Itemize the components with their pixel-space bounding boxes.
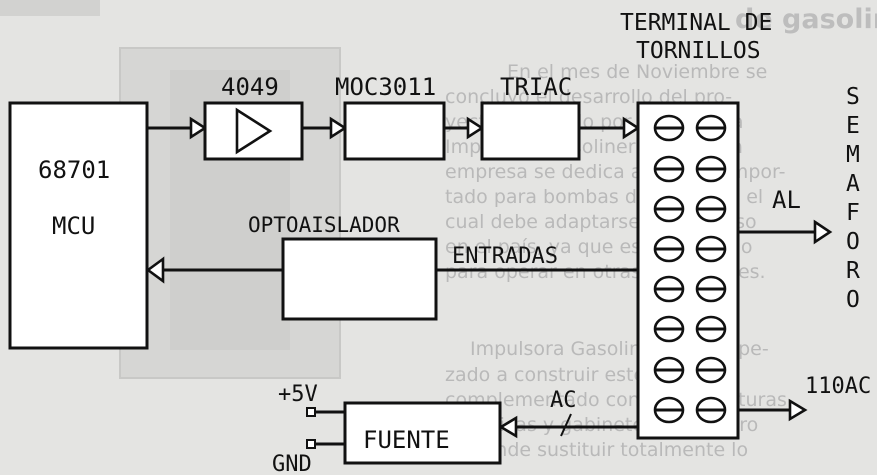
semaforo-letter: M xyxy=(846,142,860,168)
triac-block: TRIAC xyxy=(482,73,579,159)
inputs-label: ENTRADAS xyxy=(452,244,558,269)
terminal-screw-icon xyxy=(655,398,683,422)
mcu-label: MCU xyxy=(52,212,95,240)
terminal-title-line2: TORNILLOS xyxy=(636,38,761,64)
power-supply-block: FUENTE xyxy=(345,403,500,463)
mains-label: 110AC xyxy=(805,374,871,399)
semaforo-letter: R xyxy=(846,258,860,284)
terminal-screw-icon xyxy=(697,157,725,181)
buffer-label: 4049 xyxy=(221,73,279,101)
semaforo-letter: O xyxy=(846,229,860,255)
terminal-screw-icon xyxy=(655,157,683,181)
semaforo-letter: S xyxy=(846,84,860,110)
ac-label: AC xyxy=(550,388,577,413)
mcu-part-label: 68701 xyxy=(38,156,110,184)
connector-terminal-to-semaforo: AL xyxy=(738,186,830,242)
connector-moc3011-to-triac xyxy=(444,119,482,137)
connector-optoisolator-to-mcu xyxy=(148,259,283,281)
semaforo-letter: O xyxy=(846,287,860,313)
mcu-block: 68701 MCU xyxy=(10,103,147,348)
moc3011-block: MOC3011 xyxy=(335,73,444,159)
triac-label: TRIAC xyxy=(500,73,572,101)
gnd-terminal-icon xyxy=(307,440,315,448)
screw-terminal-block: TERMINAL DE TORNILLOS xyxy=(620,10,772,438)
terminal-screw-icon xyxy=(697,277,725,301)
optoisolator-label: OPTOAISLADOR xyxy=(248,213,400,237)
mains-input: 110AC xyxy=(738,374,871,419)
terminal-screw-icon xyxy=(655,116,683,140)
terminal-title-line1: TERMINAL DE xyxy=(620,10,772,36)
terminal-screw-icon xyxy=(655,277,683,301)
terminal-screw-icon xyxy=(697,237,725,261)
connector-4049-to-moc3011 xyxy=(302,119,345,137)
buffer-4049-block: 4049 xyxy=(205,73,302,159)
semaforo-letter: E xyxy=(846,113,860,139)
terminal-screw-icon xyxy=(697,398,725,422)
terminal-screw-icon xyxy=(655,358,683,382)
terminal-screw-icon xyxy=(697,116,725,140)
semaforo-letter: F xyxy=(846,200,860,226)
supply-outputs: +5V GND xyxy=(272,382,345,475)
connector-inputs: ENTRADAS xyxy=(436,244,638,270)
plus5v-terminal-icon xyxy=(307,408,315,416)
plus5v-label: +5V xyxy=(278,382,318,407)
semaforo-letter: A xyxy=(846,171,860,197)
connector-ac: AC xyxy=(501,388,638,436)
gnd-label: GND xyxy=(272,452,312,475)
terminal-screw-icon xyxy=(655,237,683,261)
moc3011-label: MOC3011 xyxy=(335,73,436,101)
connector-mcu-to-4049 xyxy=(147,119,205,137)
al-label: AL xyxy=(772,186,801,214)
optoisolator-block: OPTOAISLADOR xyxy=(248,213,436,319)
terminal-screw-icon xyxy=(697,358,725,382)
connector-triac-to-terminal xyxy=(579,119,638,137)
terminal-screw-icon xyxy=(655,197,683,221)
terminal-screw-icon xyxy=(697,197,725,221)
terminal-screw-icon xyxy=(655,317,683,341)
semaforo-label: S E M A F O R O xyxy=(846,84,860,313)
terminal-screw-icon xyxy=(697,317,725,341)
power-supply-label: FUENTE xyxy=(363,426,450,454)
